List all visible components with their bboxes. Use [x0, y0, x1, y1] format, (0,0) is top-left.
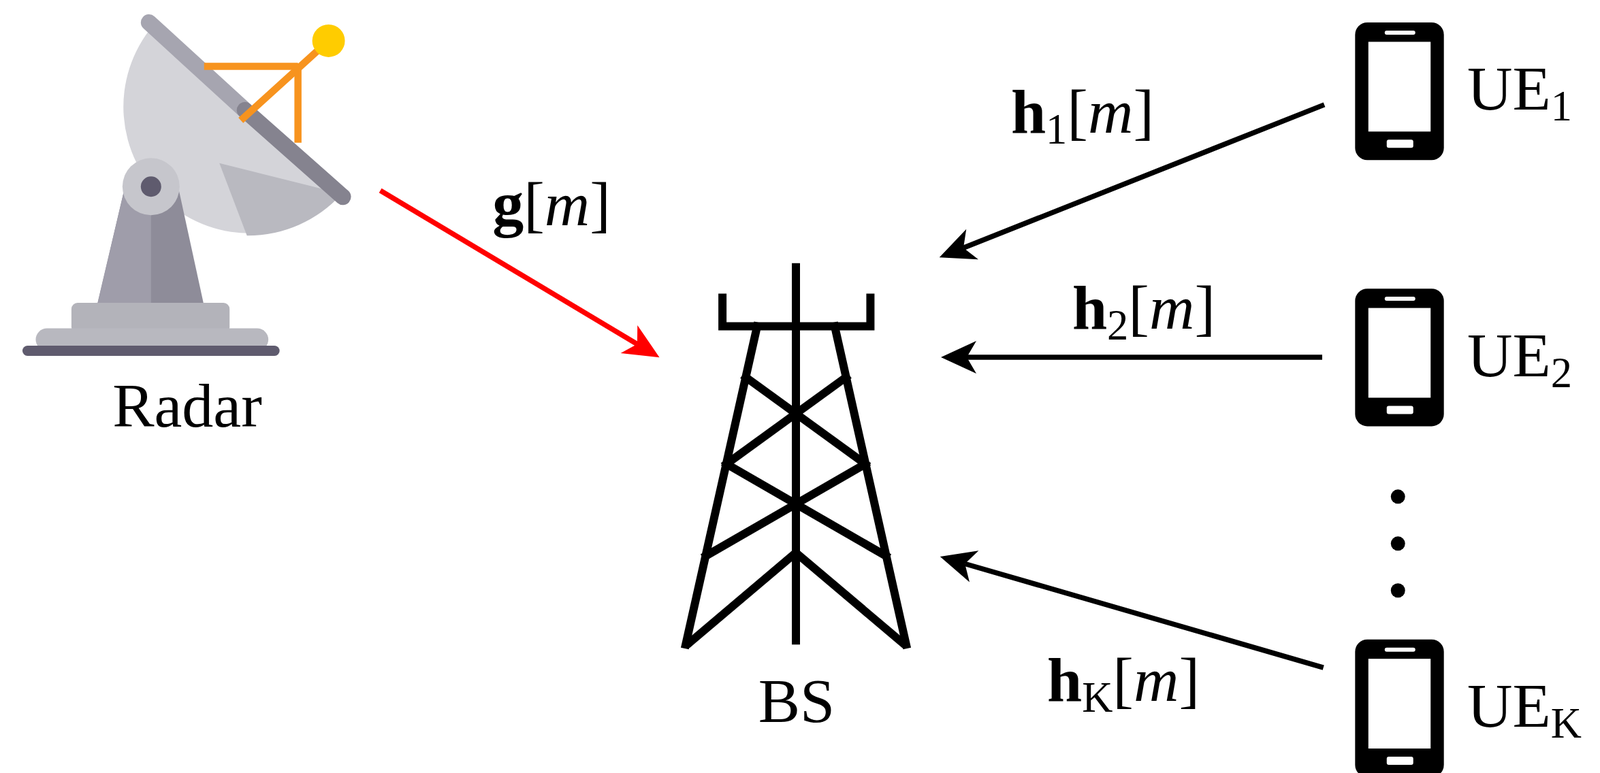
ellipsis-dots — [1390, 489, 1406, 598]
phone-speaker — [1384, 30, 1416, 35]
node-label: BS — [758, 667, 836, 736]
labelled-icon: BS — [674, 258, 920, 736]
tower-brace — [795, 552, 903, 643]
radar-base-bar — [22, 345, 280, 357]
tower-crossbar — [722, 298, 871, 327]
dot — [1390, 583, 1406, 598]
tower-icon — [685, 267, 907, 646]
phone-screen — [1368, 308, 1431, 399]
node-label: UE1 — [1467, 54, 1573, 130]
phone-icon — [1354, 22, 1444, 160]
channel-label: g[m] — [489, 172, 614, 236]
phone-icon — [1354, 288, 1444, 427]
labelled-icon: Radar — [20, 20, 355, 441]
radar-feed-arm — [204, 62, 299, 70]
phone-body — [1354, 288, 1444, 427]
channel-label: hK[m] — [1044, 648, 1203, 719]
tower-brace — [726, 464, 886, 557]
arrowhead — [939, 229, 979, 261]
tower-brace — [689, 552, 796, 643]
labelled-icon: UEK — [1351, 637, 1597, 773]
node-label: UE2 — [1467, 321, 1573, 397]
radar-feed — [312, 24, 346, 58]
tower-brace — [706, 464, 866, 557]
radar-feed-arm — [241, 40, 329, 121]
node-label: UEK — [1467, 672, 1582, 747]
phone-screen — [1368, 659, 1431, 749]
dot — [1390, 489, 1406, 504]
radar-rim — [245, 110, 344, 197]
channel-line — [966, 354, 1323, 361]
node-label: Radar — [112, 371, 263, 441]
phone-body — [1354, 22, 1444, 160]
phone-button — [1386, 139, 1414, 148]
phone-screen — [1368, 41, 1431, 132]
phone-button — [1386, 757, 1414, 766]
arrowhead — [940, 550, 980, 583]
arrowhead — [940, 341, 977, 374]
phone-body — [1354, 640, 1444, 773]
tower-brace — [726, 377, 846, 465]
phone-button — [1386, 405, 1414, 414]
phone-speaker — [1384, 296, 1416, 301]
tower-brace — [746, 377, 866, 465]
channel-label: h1[m] — [1008, 80, 1157, 151]
arrowhead — [620, 325, 660, 358]
radar-hub — [122, 157, 180, 216]
channel-label: h2[m] — [1069, 276, 1219, 347]
phone-icon — [1354, 640, 1444, 773]
phone-speaker — [1384, 648, 1416, 653]
radar-hub-pin — [140, 176, 162, 197]
labelled-icon: UE2 — [1351, 287, 1597, 431]
labelled-icon: UE1 — [1351, 20, 1597, 164]
dot — [1390, 536, 1406, 551]
radar-icon — [22, 22, 346, 357]
